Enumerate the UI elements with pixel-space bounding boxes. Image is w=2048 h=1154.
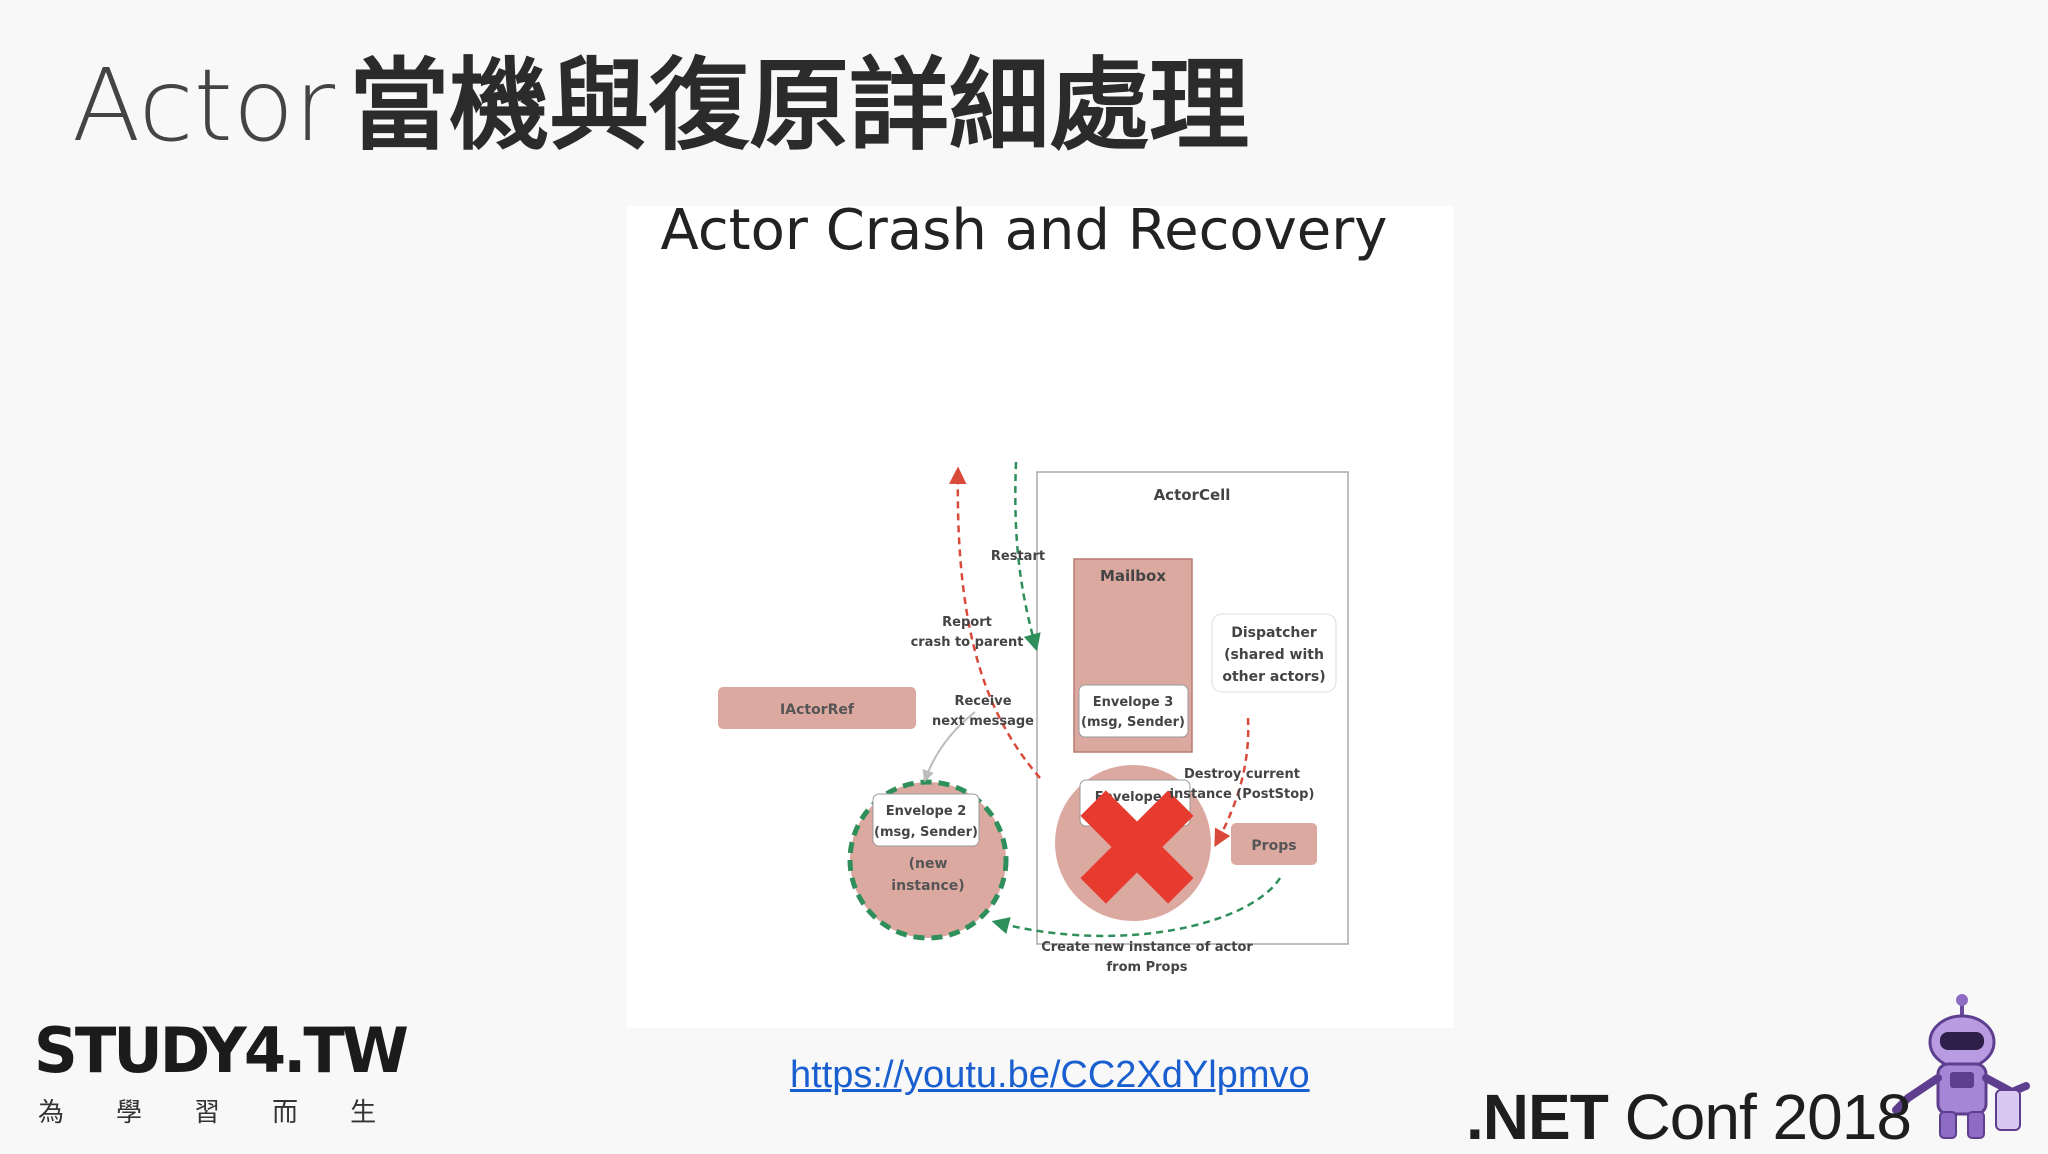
props-box (1231, 823, 1317, 865)
actorcell-frame (1036, 471, 1349, 945)
create-instance-arrow (991, 877, 1282, 938)
mailbox-label: Mailbox (1100, 567, 1166, 585)
dispatcher-box (1211, 613, 1337, 693)
diagram-title: Actor Crash and Recovery (660, 198, 1388, 263)
study4-wordmark: STUDY4.TW (34, 1014, 409, 1087)
iactorref-label: IActorRef (780, 702, 855, 718)
netconf-net: .NET (1466, 1081, 1609, 1153)
study4-motto: 為 學 習 而 生 (38, 1092, 414, 1129)
envelope2-line2: (msg, Sender) (874, 825, 978, 840)
envelope2-line1: Envelope 2 (886, 804, 967, 819)
receive-next-arrow (922, 711, 976, 783)
envelope3-box (1078, 684, 1189, 738)
study4-motto-char: 習 (194, 1098, 221, 1128)
receive-label-line1: Receive (954, 694, 1011, 709)
envelope2-box (872, 793, 980, 847)
dispatcher-line1: Dispatcher (1231, 625, 1317, 641)
create-label-line1: Create new instance of actor (1041, 940, 1253, 955)
slide-title-latin: Actor (72, 47, 336, 164)
props-label: Props (1251, 838, 1296, 854)
destroy-arrow (1214, 717, 1250, 848)
envelope3-line1: Envelope 3 (1093, 695, 1174, 710)
create-label-line2: from Props (1107, 960, 1188, 975)
study4-motto-char: 學 (116, 1098, 143, 1128)
restart-arrow (1014, 461, 1041, 652)
iactorref-box (718, 687, 916, 729)
destroy-label-line1: Destroy current (1184, 767, 1300, 782)
envelope3-line2: (msg, Sender) (1081, 715, 1185, 730)
actorcell-label: ActorCell (1154, 486, 1231, 504)
slide-title-cjk: 當機與復原詳細處理 (349, 47, 1250, 164)
receive-label-line2: next message (932, 714, 1034, 729)
new-instance-line2: instance) (891, 878, 964, 894)
study4-motto-char: 為 (38, 1098, 65, 1128)
restart-label: Restart (991, 549, 1045, 564)
new-instance-line1: (new (909, 856, 948, 872)
dispatcher-line2: (shared with (1224, 647, 1324, 663)
study4-motto-char: 而 (272, 1098, 299, 1128)
destroy-label-line2: instance (PostStop) (1170, 787, 1315, 802)
netconf-robot-icon (1892, 994, 2030, 1139)
report-label-line1: Report (942, 615, 992, 630)
netconf-logo: .NET Conf 2018 (1466, 1080, 1912, 1154)
youtube-link[interactable]: https://youtu.be/CC2XdYlpmvo (790, 1054, 1310, 1096)
report-label-line2: crash to parent (911, 635, 1024, 650)
study4-motto-char: 生 (350, 1098, 377, 1128)
report-crash-arrow (949, 466, 1041, 779)
dispatcher-line3: other actors) (1222, 669, 1325, 685)
study4-logo: STUDY4.TW 為 學 習 而 生 (34, 1020, 414, 1129)
netconf-rest: Conf 2018 (1607, 1081, 1912, 1153)
crash-cross-icon (1080, 790, 1194, 904)
